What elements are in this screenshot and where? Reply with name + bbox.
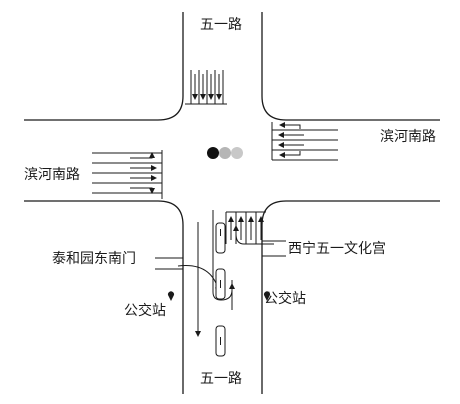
- road-edge-south-east: [261, 200, 440, 394]
- west-approach-lanes: [92, 150, 163, 199]
- bus-icon: [215, 222, 226, 254]
- road-edge-north-east: [261, 12, 440, 121]
- road-edge-north-west: [24, 12, 184, 121]
- road-label-east: 滨河南路: [380, 129, 436, 145]
- right-turn-arrow-icon: [279, 151, 301, 158]
- east-bus-stop-label: 公交站: [264, 291, 306, 307]
- side-entrances: [155, 240, 286, 270]
- west-bus-stop-pin-icon: [168, 291, 175, 301]
- north-approach-lanes: [185, 70, 227, 105]
- signal-light: [219, 147, 231, 159]
- signal-light: [231, 147, 243, 159]
- road-edge-south-west: [24, 200, 184, 394]
- traffic-signal: [207, 147, 243, 159]
- west-bus-stop-label: 公交站: [124, 303, 166, 319]
- road-label-south: 五一路: [200, 371, 242, 387]
- south-approach-lanes: [225, 211, 266, 244]
- west-gate-label: 泰和园东南门: [52, 251, 136, 267]
- gate-exit-arrow-icon: [233, 225, 274, 245]
- east-approach-lanes: [271, 122, 338, 161]
- road-label-north: 五一路: [200, 17, 242, 33]
- left-turn-arrow-icon: [130, 152, 155, 159]
- road-label-west: 滨河南路: [24, 167, 80, 183]
- signal-light: [207, 147, 219, 159]
- right-turn-arrow-icon: [130, 187, 155, 194]
- buses: [215, 222, 226, 357]
- east-building-label: 西宁五一文化宫: [288, 241, 386, 257]
- road-edges: [24, 12, 440, 394]
- left-turn-arrow-icon: [279, 122, 301, 129]
- bus-stop-markers: [168, 291, 270, 301]
- turn-into-gate-arrow-icon: [212, 210, 233, 301]
- east-bus-stop-pin-icon: [264, 291, 270, 301]
